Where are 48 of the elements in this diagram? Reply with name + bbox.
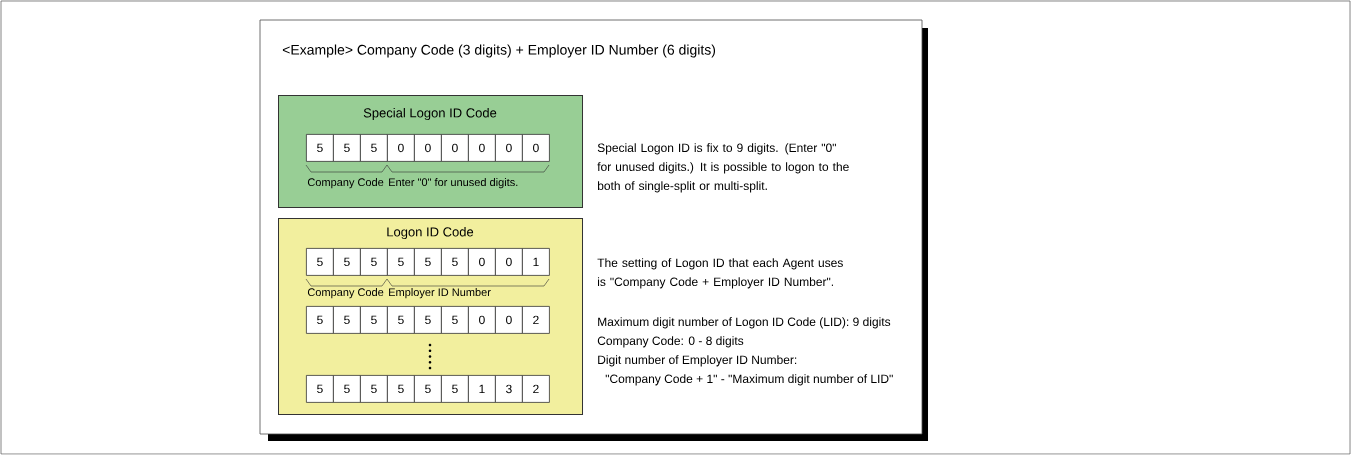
digit-cell: 5 bbox=[441, 375, 469, 403]
digit-cell: 5 bbox=[441, 306, 469, 334]
digit-cell: 5 bbox=[360, 375, 388, 403]
digit-cell: 0 bbox=[468, 306, 496, 334]
digit-cell: 5 bbox=[333, 306, 361, 334]
digit-cell: 0 bbox=[495, 248, 523, 276]
panel-title: Logon ID Code bbox=[387, 226, 474, 240]
digit-cell: 5 bbox=[387, 248, 415, 276]
digit-cell: 0 bbox=[522, 134, 550, 162]
digit-cell: 0 bbox=[414, 134, 442, 162]
digit-cell: 5 bbox=[360, 248, 388, 276]
digit-cell: 5 bbox=[387, 306, 415, 334]
note-text: Company Code: 0 - 8 digits bbox=[597, 336, 744, 348]
digit-cell: 5 bbox=[414, 306, 442, 334]
note-text: Maximum digit number of Logon ID Code (LID): 9 digits bbox=[598, 317, 891, 329]
note-text: "Company Code + 1" - "Maximum digit number of LID" bbox=[605, 374, 893, 386]
digit-cell: 5 bbox=[333, 134, 361, 162]
note-text: Digit number of Employer ID Number: bbox=[598, 355, 797, 367]
brace-label: Employer ID Number bbox=[389, 288, 491, 299]
digit-cell: 5 bbox=[360, 134, 388, 162]
digit-cell: 3 bbox=[495, 375, 523, 403]
digit-cell: 0 bbox=[387, 134, 415, 162]
digit-cell: 5 bbox=[306, 248, 334, 276]
digit-cell: 1 bbox=[522, 248, 550, 276]
digit-cell: 5 bbox=[414, 375, 442, 403]
digit-cell: 0 bbox=[468, 248, 496, 276]
digit-cell: 5 bbox=[306, 134, 334, 162]
brace-label: Company Code bbox=[307, 178, 384, 189]
digit-cell: 0 bbox=[495, 134, 523, 162]
brace-label: Enter "0" for unused digits. bbox=[389, 178, 518, 189]
note-text: The setting of Logon ID that each Agent uses is "Company Code + Employer ID Number". bbox=[597, 258, 843, 289]
digit-cell: 2 bbox=[522, 375, 550, 403]
digit-cell: 5 bbox=[333, 248, 361, 276]
panel-title: Special Logon ID Code bbox=[363, 107, 497, 121]
note-text: Special Logon ID is fix to 9 digits. (Enter "0" for unused digits.) It is possible to logon to the both of single-split or multi-split. bbox=[597, 143, 849, 193]
digit-cell: 5 bbox=[387, 375, 415, 403]
digit-cell: 0 bbox=[468, 134, 496, 162]
digit-cell: 1 bbox=[468, 375, 496, 403]
digit-cell: 5 bbox=[360, 306, 388, 334]
digit-cell: 0 bbox=[441, 134, 469, 162]
digit-cell: 0 bbox=[495, 306, 523, 334]
digit-cell: 5 bbox=[333, 375, 361, 403]
digit-cell: 5 bbox=[306, 375, 334, 403]
digit-cell: 2 bbox=[522, 306, 550, 334]
brace-label: Company Code bbox=[307, 288, 384, 299]
digit-cell: 5 bbox=[441, 248, 469, 276]
digit-cell: 5 bbox=[306, 306, 334, 334]
digit-cell: 5 bbox=[414, 248, 442, 276]
